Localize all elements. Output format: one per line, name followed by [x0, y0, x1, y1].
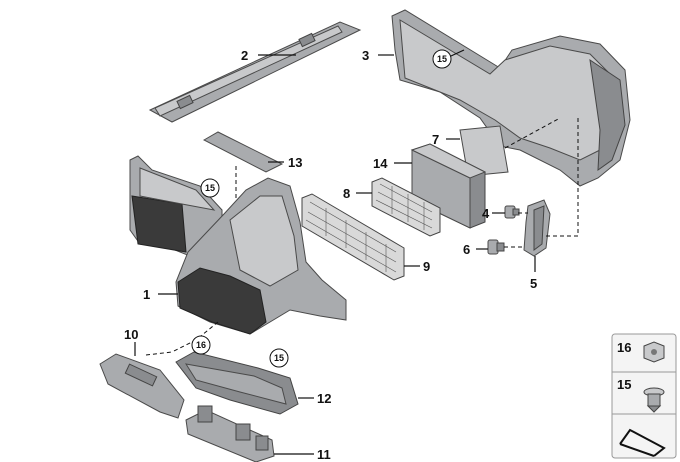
dash-5 — [546, 210, 579, 237]
dash-3-inner — [504, 117, 561, 149]
part-1-main-trim — [175, 177, 347, 335]
part-5-bracket — [523, 199, 551, 257]
legend-bracket-icon — [619, 428, 666, 457]
circle-callout-15-lower-label: 15 — [274, 353, 284, 363]
legend-nut-icon — [643, 341, 665, 363]
circle-callout-15-top-label: 15 — [437, 54, 447, 64]
part-7-cover — [459, 125, 509, 177]
callout-3: 3 — [362, 48, 369, 63]
part-13-cover — [202, 131, 284, 173]
circle-callout-16 — [191, 335, 211, 355]
callout-8: 8 — [343, 186, 350, 201]
callout-5: 5 — [530, 276, 537, 291]
callout-1: 1 — [143, 287, 150, 302]
callout-7: 7 — [432, 132, 439, 147]
part-4-clip — [504, 205, 520, 219]
legend-panel — [611, 333, 677, 459]
part-2-rail-trim — [148, 21, 362, 123]
circle-callout-15-top — [432, 49, 452, 69]
part-6-clip — [487, 239, 505, 255]
callout-2: 2 — [241, 48, 248, 63]
part-12-tray — [175, 351, 299, 415]
callout-11: 11 — [317, 447, 331, 462]
part-11-rail — [185, 405, 275, 462]
circle-callout-15-left-label: 15 — [205, 183, 215, 193]
leader-15-top — [450, 49, 465, 57]
circle-callout-16-label: 16 — [196, 340, 206, 350]
circle-callout-15-left — [200, 178, 220, 198]
legend-label-15: 15 — [617, 377, 631, 392]
legend-label-16: 16 — [617, 340, 631, 355]
part-left-trim-panel — [129, 155, 223, 257]
callout-12: 12 — [317, 391, 331, 406]
callout-14: 14 — [373, 156, 388, 171]
callout-6: 6 — [463, 242, 470, 257]
legend-clip-icon — [643, 387, 665, 413]
callout-4: 4 — [482, 206, 490, 221]
part-9-net — [301, 193, 405, 281]
callout-9: 9 — [423, 259, 430, 274]
circle-callout-15-lower — [269, 348, 289, 368]
dash-10 — [145, 351, 173, 356]
callout-13: 13 — [288, 155, 302, 170]
part-10-bracket — [99, 353, 185, 419]
callout-10: 10 — [124, 327, 138, 342]
part-8-net — [371, 177, 441, 237]
